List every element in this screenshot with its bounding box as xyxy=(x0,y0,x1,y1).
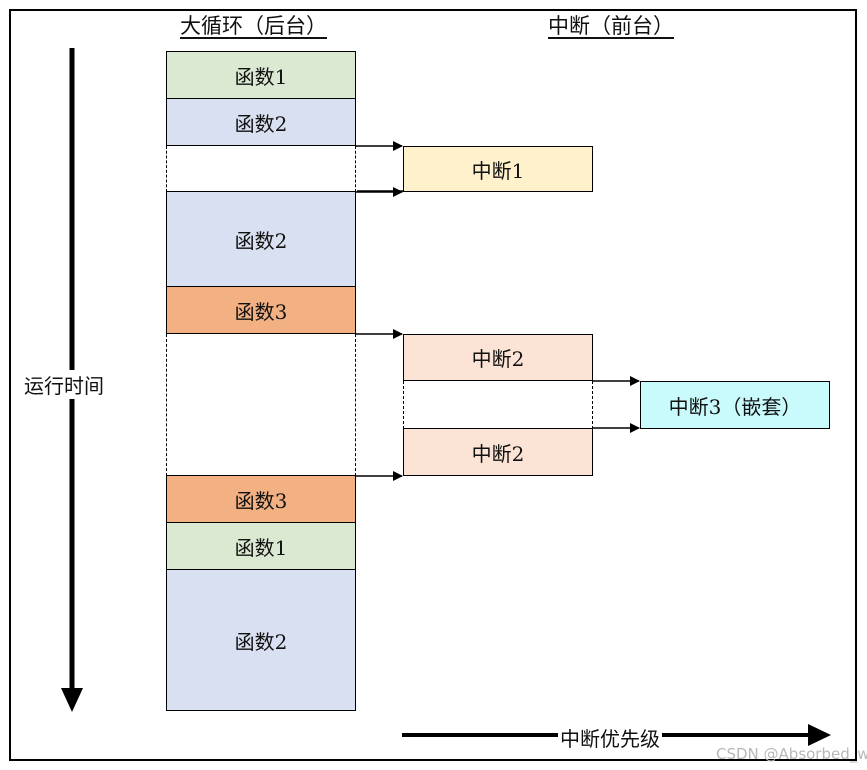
interrupt2-block-a: 中断2 xyxy=(403,334,593,381)
priority-axis-arrowhead xyxy=(808,724,831,746)
interrupted-gap-2 xyxy=(166,334,356,476)
interrupt2-gap xyxy=(403,381,593,429)
interrupt1-block: 中断1 xyxy=(403,146,593,192)
interrupt2-block-b: 中断2 xyxy=(403,428,593,476)
block-func1-a: 函数1 xyxy=(166,51,356,99)
priority-axis-label: 中断优先级 xyxy=(558,723,662,752)
time-axis-arrowhead xyxy=(61,688,83,712)
interrupted-gap-1 xyxy=(166,146,356,192)
call-arrows xyxy=(356,141,640,481)
background-loop-header: 大循环（后台） xyxy=(180,14,327,38)
block-func2-b: 函数2 xyxy=(166,191,356,287)
interrupt3-nested-block: 中断3（嵌套） xyxy=(640,381,830,429)
watermark: CSDN @Absorbed_w xyxy=(716,745,867,763)
time-axis-label: 运行时间 xyxy=(24,370,104,399)
interrupt-foreground-header: 中断（前台） xyxy=(548,14,674,38)
block-func2-c: 函数2 xyxy=(166,569,356,711)
block-func2-a: 函数2 xyxy=(166,98,356,146)
block-func3-a: 函数3 xyxy=(166,286,356,334)
